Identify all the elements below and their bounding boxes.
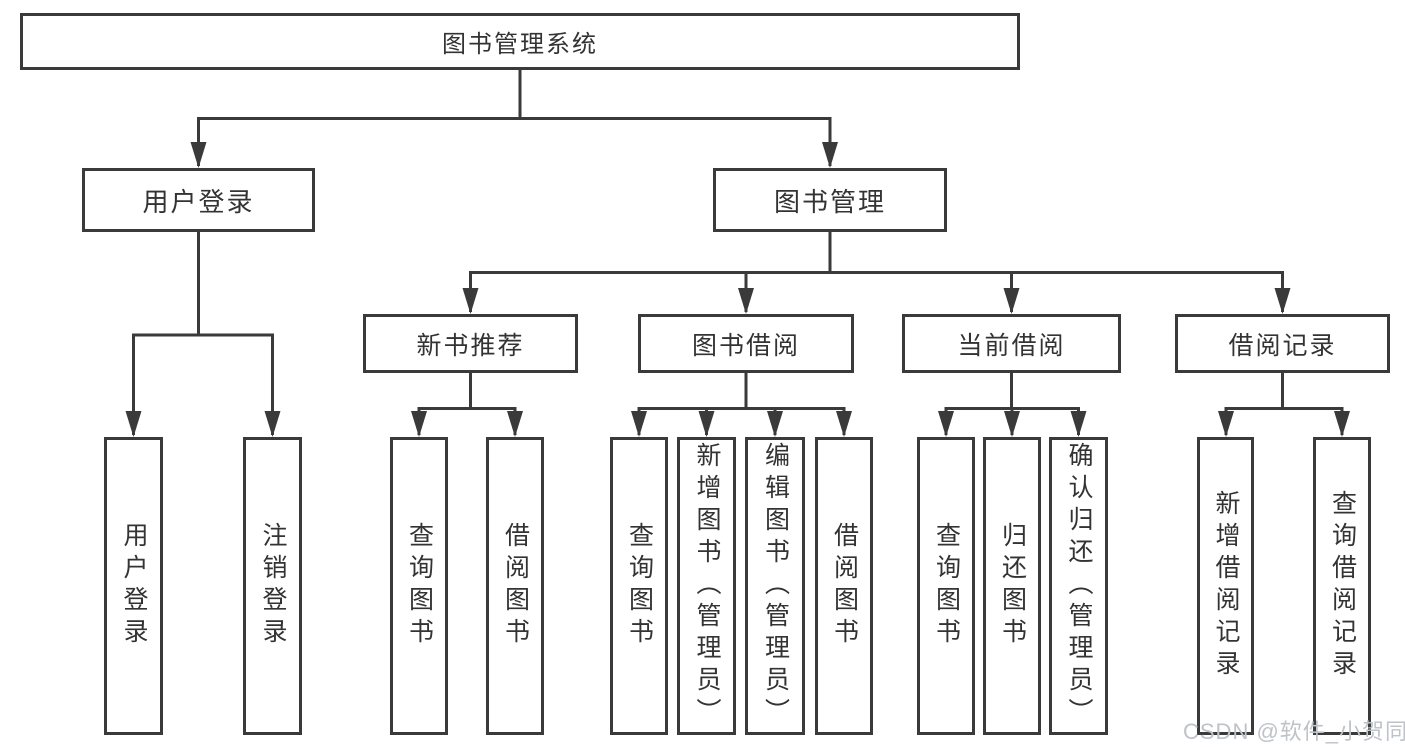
- leaf-add-borrow-record: 新增借阅记录: [1197, 437, 1254, 735]
- node-user-login-branch: 用户登录: [82, 168, 315, 232]
- node-label: 查询图书: [625, 522, 654, 650]
- leaf-borrow-books-1: 借阅图书: [486, 437, 544, 735]
- leaf-query-borrow-record: 查询借阅记录: [1313, 437, 1371, 735]
- node-label: 当前借阅: [957, 331, 1066, 360]
- node-label: 归还图书: [998, 522, 1027, 650]
- leaf-confirm-return-admin: 确认归还（管理员）: [1049, 437, 1108, 735]
- node-label: 查询借阅记录: [1328, 490, 1357, 682]
- node-label: 编辑图书（管理员）: [761, 442, 790, 730]
- node-label: 图书借阅: [691, 331, 800, 360]
- leaf-add-books-admin: 新增图书（管理员）: [677, 437, 736, 735]
- node-root-library-system: 图书管理系统: [20, 13, 1020, 70]
- node-label: 借阅图书: [830, 522, 859, 650]
- leaf-user-login: 用户登录: [104, 437, 163, 735]
- leaf-return-books: 归还图书: [983, 437, 1041, 735]
- node-label: 用户登录: [120, 522, 148, 650]
- leaf-query-books-3: 查询图书: [917, 437, 975, 735]
- node-label: 查询图书: [405, 522, 434, 650]
- node-new-book-recommend: 新书推荐: [363, 314, 578, 373]
- node-label: 确认归还（管理员）: [1065, 442, 1093, 730]
- node-book-borrowing: 图书借阅: [638, 314, 854, 373]
- node-borrowing-records: 借阅记录: [1175, 314, 1390, 373]
- leaf-query-books-1: 查询图书: [390, 437, 448, 735]
- leaf-edit-books-admin: 编辑图书（管理员）: [745, 437, 805, 735]
- node-label: 查询图书: [932, 522, 961, 650]
- node-label: 用户登录: [142, 186, 255, 217]
- leaf-query-books-2: 查询图书: [610, 437, 668, 735]
- node-label: 注销登录: [259, 522, 287, 650]
- node-label: 借阅图书: [501, 522, 530, 650]
- leaf-logout: 注销登录: [243, 437, 302, 735]
- node-current-borrowing: 当前借阅: [902, 314, 1121, 373]
- node-label: 图书管理系统: [442, 31, 598, 58]
- node-label: 图书管理: [773, 186, 886, 217]
- leaf-borrow-books-2: 借阅图书: [815, 437, 873, 735]
- node-book-management-branch: 图书管理: [713, 168, 947, 232]
- node-label: 新书推荐: [416, 331, 525, 360]
- csdn-watermark: CSDN @软件_小贺同学: [1183, 719, 1405, 744]
- node-label: 新增借阅记录: [1212, 490, 1240, 682]
- node-label: 借阅记录: [1228, 331, 1337, 360]
- node-label: 新增图书（管理员）: [693, 442, 721, 730]
